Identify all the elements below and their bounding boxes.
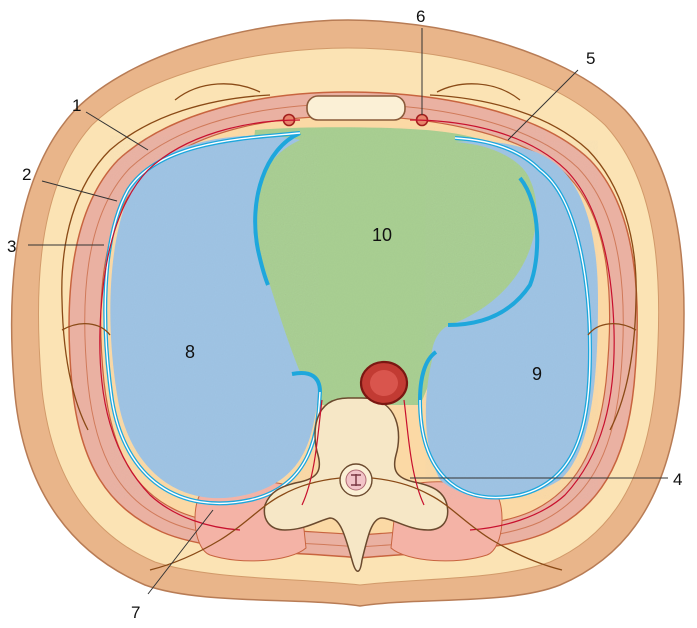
callout-2: 2 xyxy=(22,165,31,184)
callout-7: 7 xyxy=(131,603,140,622)
region-label-10: 10 xyxy=(372,225,392,245)
aorta-lumen xyxy=(370,370,398,396)
callout-3: 3 xyxy=(7,237,16,256)
callout-6: 6 xyxy=(416,7,425,26)
region-label-8: 8 xyxy=(185,342,195,362)
callout-4: 4 xyxy=(673,470,682,489)
sternum xyxy=(307,96,405,120)
region-label-9: 9 xyxy=(532,364,542,384)
callout-1: 1 xyxy=(72,96,81,115)
callout-5: 5 xyxy=(586,49,595,68)
